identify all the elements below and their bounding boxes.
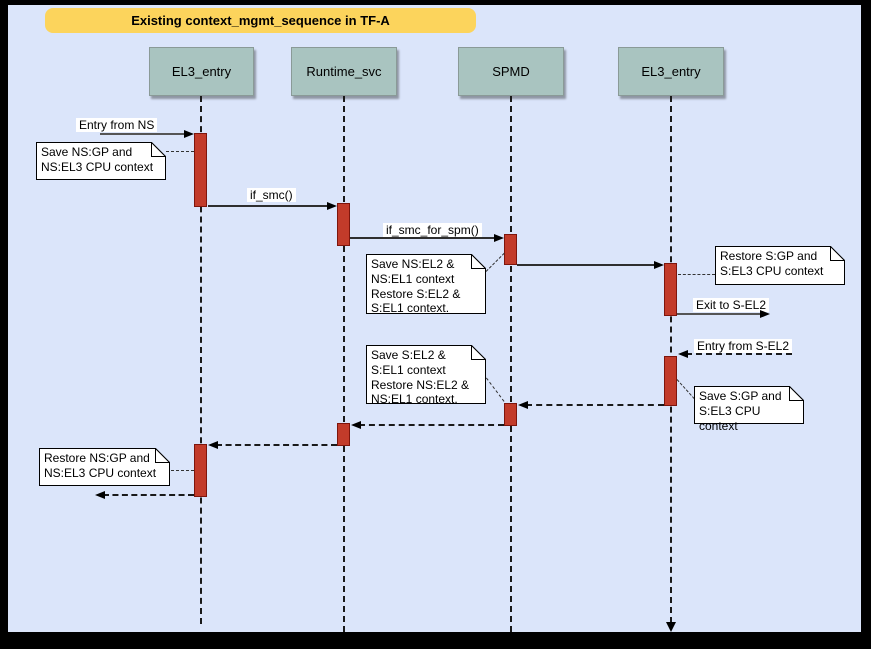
note-save-nsel2-restore-sel2: Save NS:EL2 & NS:EL1 context Restore S:E… (366, 254, 486, 316)
lifeline-header-el3-entry-2: EL3_entry (618, 47, 724, 96)
message-line (526, 404, 664, 406)
arrowhead-icon (208, 441, 218, 449)
note-save-sel2-restore-nsel2: Save S:EL2 & S:EL1 context Restore NS:EL… (366, 345, 486, 407)
note-connector (171, 470, 194, 471)
note-shape (694, 386, 804, 424)
note-shape (39, 448, 170, 486)
note-connector (166, 151, 194, 152)
activation-bar (337, 423, 350, 446)
message-label-exit-to-s-el2: Exit to S-EL2 (693, 298, 770, 312)
arrowhead-icon (95, 491, 105, 499)
activation-bar (664, 263, 677, 316)
arrowhead-icon (654, 261, 664, 269)
message-line (686, 353, 792, 355)
lifeline-header-el3-entry-1: EL3_entry (149, 47, 254, 96)
lifeline-header-spmd: SPMD (458, 47, 564, 96)
note-save-ns-context: Save NS:GP and NS:EL3 CPU context (36, 142, 166, 180)
message-line (350, 237, 496, 239)
note-shape (366, 254, 486, 314)
note-shape (36, 142, 166, 180)
activation-bar (337, 203, 350, 246)
note-restore-s-context: Restore S:GP and S:EL3 CPU context (715, 246, 845, 285)
message-line (677, 313, 762, 315)
note-save-s-context: Save S:GP and S:EL3 CPU context (694, 386, 804, 433)
message-line (103, 494, 194, 496)
message-line (216, 444, 337, 446)
activation-bar (194, 133, 207, 207)
note-text: Save S:EL2 & S:EL1 context Restore NS:EL… (371, 348, 470, 407)
arrowhead-icon (351, 421, 361, 429)
note-text: Restore NS:GP and NS:EL3 CPU context (44, 451, 157, 480)
note-text: Save NS:EL2 & NS:EL1 context Restore S:E… (371, 257, 461, 316)
lifeline-end-arrow-icon (666, 622, 676, 632)
message-label-if-smc: if_smc() (247, 188, 296, 202)
arrowhead-icon (494, 234, 504, 242)
lifeline-spmd (510, 96, 512, 632)
message-label-entry-from-ns: Entry from NS (76, 118, 158, 132)
note-text: Restore S:GP and S:EL3 CPU context (720, 249, 824, 278)
diagram-title: Existing context_mgmt_sequence in TF-A (45, 8, 476, 33)
note-connector (485, 252, 505, 272)
message-label-if-smc-for-spm: if_smc_for_spm() (383, 223, 482, 237)
activation-bar (664, 356, 677, 406)
activation-bar (194, 444, 207, 497)
note-connector (678, 274, 715, 275)
lifeline-header-runtime-svc: Runtime_svc (291, 47, 397, 96)
message-line (359, 424, 504, 426)
activation-bar (504, 234, 517, 265)
note-connector (676, 379, 695, 400)
activation-bar (504, 403, 517, 426)
message-line (100, 133, 186, 135)
arrowhead-icon (518, 401, 528, 409)
arrowhead-icon (327, 202, 337, 210)
note-text: Save S:GP and S:EL3 CPU context (699, 389, 782, 433)
diagram-canvas: Existing context_mgmt_sequence in TF-A E… (8, 5, 861, 632)
message-line (208, 205, 329, 207)
lifeline-el3-entry-1 (200, 96, 202, 624)
message-line (517, 264, 656, 266)
arrowhead-icon (678, 350, 688, 358)
note-text: Save NS:GP and NS:EL3 CPU context (41, 145, 154, 174)
arrowhead-icon (760, 310, 770, 318)
note-shape (715, 246, 845, 285)
arrowhead-icon (184, 130, 194, 138)
lifeline-runtime-svc (343, 96, 345, 632)
message-label-entry-from-s-el2: Entry from S-EL2 (694, 339, 793, 353)
note-restore-ns-context: Restore NS:GP and NS:EL3 CPU context (39, 448, 170, 486)
note-shape (366, 345, 486, 404)
